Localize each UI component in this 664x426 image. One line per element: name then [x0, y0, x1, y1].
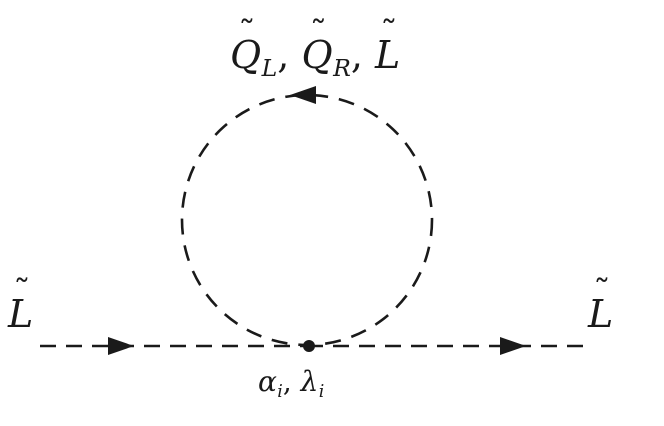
loop-label-separator-1: ,	[277, 33, 290, 77]
alpha-subscript: i	[277, 382, 283, 403]
outgoing-arrow	[500, 337, 526, 355]
lambda-symbol: λ	[300, 365, 319, 398]
interaction-vertex	[303, 340, 315, 352]
incoming-arrow	[108, 337, 134, 355]
squark-left-symbol: Q	[230, 36, 261, 74]
squark-left-subscript: L	[261, 54, 278, 83]
loop-arrow	[290, 86, 316, 104]
slepton-loop-symbol: L	[375, 36, 400, 74]
outgoing-slepton-symbol: L	[588, 295, 613, 333]
outgoing-particle-label: L	[588, 295, 613, 333]
lambda-subscript: i	[318, 382, 325, 403]
vertex-coupling-label: αi, λi	[258, 368, 324, 401]
squark-right-symbol: Q	[301, 36, 332, 74]
loop-propagator	[180, 93, 434, 347]
incoming-slepton-symbol: L	[8, 295, 33, 333]
incoming-particle-label: L	[8, 295, 33, 333]
vertex-label-separator: ,	[282, 365, 292, 398]
squark-right-subscript: R	[333, 54, 351, 83]
loop-label-separator-2: ,	[350, 33, 363, 77]
alpha-symbol: α	[258, 365, 277, 398]
loop-particle-label: QL, QR, L	[230, 36, 400, 81]
